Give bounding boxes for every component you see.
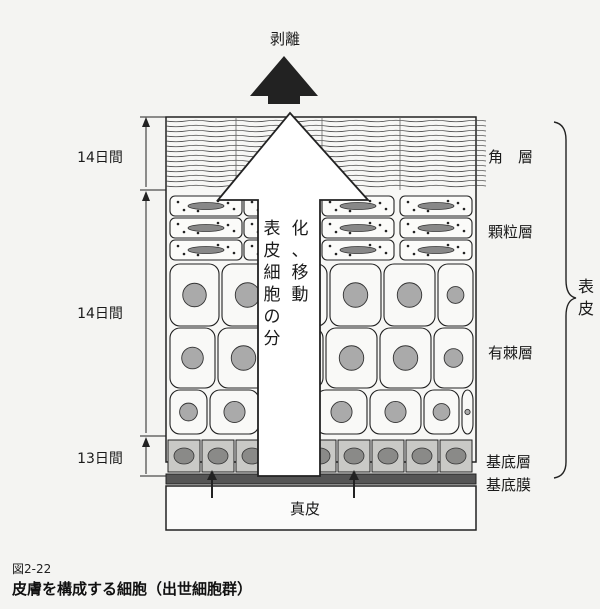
epidermis-brace bbox=[553, 121, 577, 479]
arrow-text-char: 動 bbox=[292, 285, 309, 305]
label-stratum-basale: 基底層 bbox=[486, 453, 531, 471]
label-basement-membrane: 基底膜 bbox=[486, 476, 531, 494]
arrow-text-char: 表 bbox=[264, 219, 281, 239]
epidermis-label-char: 表 bbox=[578, 277, 594, 296]
peel-arrow-icon bbox=[250, 56, 318, 104]
arrow-text-char: 移 bbox=[292, 263, 309, 283]
arrow-text-char: の bbox=[264, 307, 281, 327]
arrow-text-char: 化 bbox=[292, 219, 309, 239]
big-differentiation-arrow bbox=[216, 111, 371, 477]
label-stratum-corneum: 角 層 bbox=[488, 148, 533, 166]
label-stratum-spinosum: 有棘層 bbox=[488, 344, 533, 362]
dermis-label: 真皮 bbox=[290, 500, 320, 518]
label-stratum-granulosum: 顆粒層 bbox=[488, 223, 533, 241]
basement-membrane bbox=[165, 473, 477, 485]
peeling-label: 剥離 bbox=[270, 30, 300, 48]
cell-division-arrows bbox=[207, 470, 359, 498]
arrow-text-char: 、 bbox=[292, 241, 309, 261]
arrow-text-char: 皮 bbox=[264, 241, 281, 261]
figure-caption: 皮膚を構成する細胞（出世細胞群） bbox=[12, 580, 253, 598]
epidermis-label-char: 皮 bbox=[578, 299, 594, 318]
dermis-box bbox=[165, 485, 477, 531]
arrow-text-char: 胞 bbox=[264, 285, 281, 305]
epidermis-label: 表皮 bbox=[578, 277, 594, 318]
duration-top: 14日間 bbox=[77, 150, 123, 166]
duration-middle: 14日間 bbox=[77, 306, 123, 322]
stratum-spinosum bbox=[169, 263, 474, 435]
arrow-text-char: 細 bbox=[264, 263, 281, 283]
duration-scale bbox=[140, 116, 166, 477]
figure-number: 図2-22 bbox=[12, 562, 52, 576]
arrow-text-char: 分 bbox=[264, 329, 281, 349]
skin-layer-diagram: 剥離 真皮 14日間 14日間 13日間 角 層 bbox=[77, 30, 594, 531]
duration-bottom: 13日間 bbox=[77, 451, 123, 467]
